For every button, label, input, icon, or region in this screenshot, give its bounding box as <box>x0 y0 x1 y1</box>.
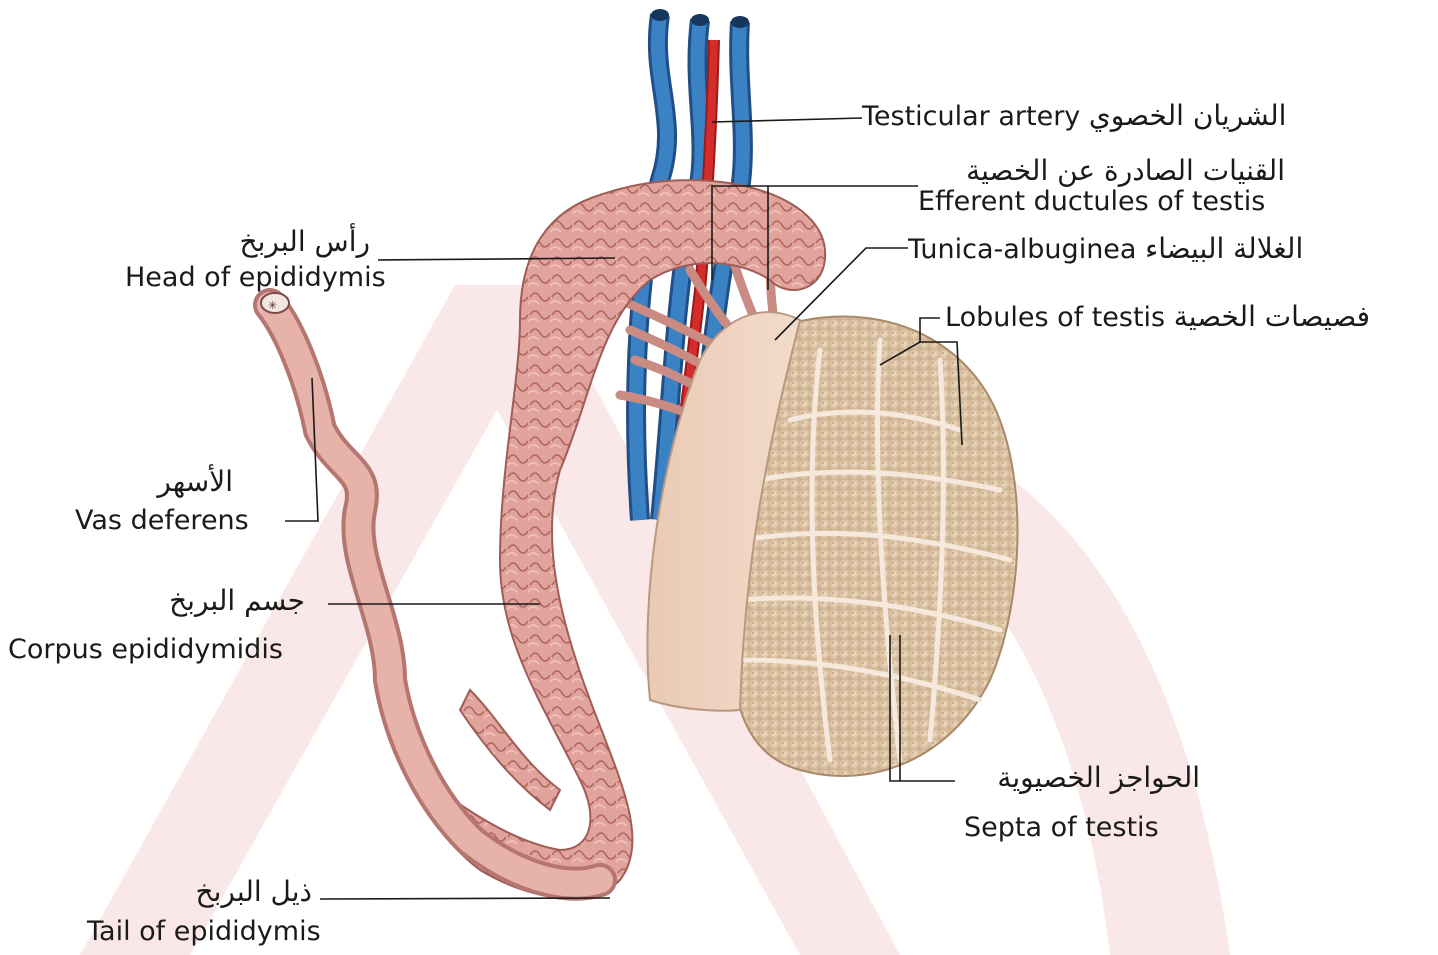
label-tunica-albuginea-ar: الغلالة البيضاء <box>1145 232 1303 265</box>
label-tunica-albuginea: Tunica-albuginea الغلالة البيضاء <box>908 233 1303 266</box>
label-head-of-epididymis-ar: رأس البربخ <box>200 226 370 258</box>
label-efferent-ductules-en: Efferent ductules of testis <box>918 186 1265 218</box>
label-testicular-artery-en: Testicular artery <box>862 101 1080 132</box>
label-septa-of-testis-en: Septa of testis <box>964 812 1159 844</box>
label-head-of-epididymis-en: Head of epididymis <box>125 262 386 294</box>
svg-text:✳: ✳ <box>268 299 277 312</box>
label-efferent-ductules-ar: القنيات الصادرة عن الخصية <box>930 155 1285 187</box>
label-corpus-epididymidis-ar: جسم البربخ <box>130 585 305 617</box>
label-septa-of-testis-ar: الحواجز الخصيوية <box>955 762 1200 794</box>
label-testicular-artery-ar: الشريان الخصوي <box>1089 99 1287 132</box>
label-corpus-epididymidis-en: Corpus epididymidis <box>8 634 283 666</box>
label-tail-of-epididymis-ar: ذيل البربخ <box>160 876 312 908</box>
label-lobules-of-testis-ar: فصيصات الخصية <box>1174 300 1370 333</box>
label-vas-deferens-en: Vas deferens <box>75 505 249 537</box>
label-tunica-albuginea-en: Tunica-albuginea <box>908 234 1136 265</box>
label-lobules-of-testis: Lobules of testis فصيصات الخصية <box>945 301 1370 334</box>
label-testicular-artery: Testicular artery الشريان الخصوي <box>862 100 1286 133</box>
label-vas-deferens-ar: الأسهر <box>100 466 233 498</box>
label-lobules-of-testis-en: Lobules of testis <box>945 302 1165 333</box>
label-tail-of-epididymis-en: Tail of epididymis <box>87 916 321 948</box>
